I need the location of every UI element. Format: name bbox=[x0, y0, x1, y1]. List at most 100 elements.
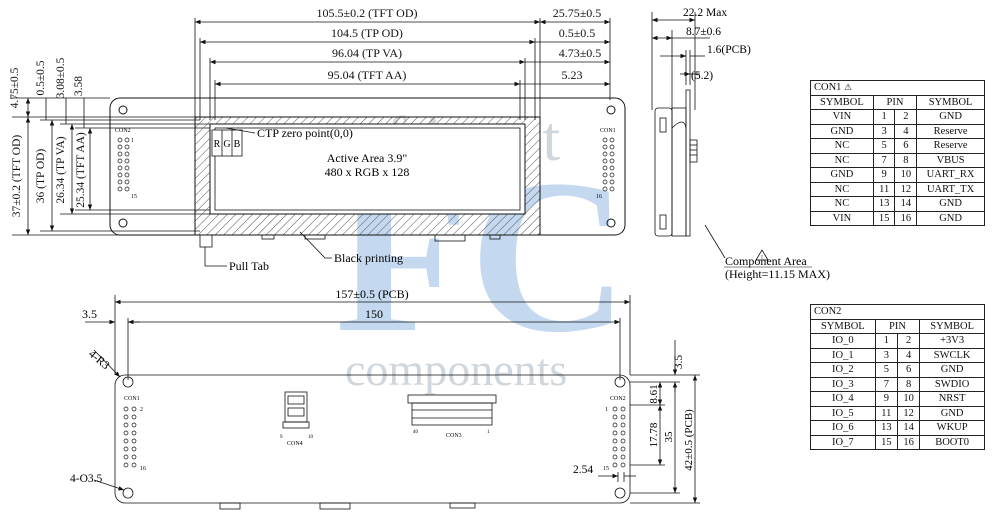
watermark-components: components bbox=[345, 344, 567, 395]
header-pin bbox=[124, 144, 130, 150]
table-cell: 11 bbox=[872, 181, 896, 197]
header-pin bbox=[123, 438, 129, 444]
rear-dim-hole: 4-O3.5 bbox=[70, 473, 103, 485]
ctp-zero-label: CTP zero point(0,0) bbox=[257, 126, 353, 140]
header-pin bbox=[620, 462, 626, 468]
table-cell: SWCLK bbox=[919, 347, 985, 363]
table-cell: 12 bbox=[894, 181, 918, 197]
rear-dim-corner: 4-R3 bbox=[86, 348, 112, 372]
table-cell: 11 bbox=[874, 405, 898, 421]
header-pin bbox=[131, 414, 137, 420]
table-cell: 4 bbox=[896, 347, 921, 363]
rear-dim-35: 35 bbox=[663, 431, 675, 443]
pull-tab bbox=[199, 234, 213, 248]
table-cell: WKUP bbox=[919, 420, 985, 436]
header-pin bbox=[602, 144, 608, 150]
header-pin bbox=[131, 430, 137, 436]
component-area-height: (Height=11.15 MAX) bbox=[725, 267, 830, 281]
header-pin bbox=[117, 165, 123, 171]
table-cell: UART_RX bbox=[916, 167, 985, 183]
header-pin bbox=[612, 438, 618, 444]
header-pin bbox=[117, 158, 123, 164]
front-pins-left bbox=[117, 137, 130, 192]
con1-header-symbol: SYMBOL bbox=[810, 94, 874, 110]
rear-con2-label: CON2 bbox=[610, 396, 626, 402]
table-cell: 16 bbox=[894, 210, 918, 226]
left-dimension-labels: 4.75±0.5 0.5±0.5 3.08±0.5 3.58 37±0.2 (T… bbox=[9, 57, 87, 217]
header-pin bbox=[620, 414, 626, 420]
header-pin bbox=[131, 422, 137, 428]
table-cell: GND bbox=[919, 362, 985, 378]
con4-label: CON4 bbox=[287, 441, 303, 447]
header-pin bbox=[609, 151, 615, 157]
side-dim-87: 8.7±0.6 bbox=[686, 26, 721, 38]
dim-right-473: 4.73±0.5 bbox=[559, 46, 602, 60]
rgb-r: R bbox=[214, 139, 221, 150]
header-pin bbox=[612, 422, 618, 428]
con2-header-symbol: SYMBOL bbox=[810, 318, 876, 334]
table-cell: VIN bbox=[810, 210, 874, 226]
table-cell: IO_4 bbox=[810, 391, 876, 407]
header-pin bbox=[124, 172, 130, 178]
header-pin bbox=[620, 422, 626, 428]
table-cell: IO_0 bbox=[810, 333, 876, 349]
table-cell: NC bbox=[810, 138, 874, 154]
table-cell: +3V3 bbox=[919, 333, 985, 349]
header-pin bbox=[612, 462, 618, 468]
table-cell: GND bbox=[810, 167, 874, 183]
rear-pins-left bbox=[123, 406, 137, 468]
rear-view: 157±0.5 (PCB) 150 3.5 3.5 4-R3 4-O3.5 8.… bbox=[70, 287, 700, 510]
table-cell: GND bbox=[919, 405, 985, 421]
front-pins-right bbox=[602, 137, 615, 192]
header-pin bbox=[117, 144, 123, 150]
table-cell: 4 bbox=[894, 123, 918, 139]
header-pin bbox=[123, 422, 129, 428]
dim-358: 3.58 bbox=[73, 76, 85, 96]
active-area-label: Active Area 3.9" bbox=[327, 151, 408, 165]
side-dim-52: (5.2) bbox=[691, 70, 713, 82]
con1-header-pin: PIN bbox=[872, 94, 918, 110]
header-pin bbox=[620, 406, 626, 412]
header-pin bbox=[609, 165, 615, 171]
con3-connector bbox=[407, 394, 497, 426]
table-cell: NC bbox=[810, 152, 874, 168]
con2-title: CON2 bbox=[810, 304, 985, 320]
table-cell: 16 bbox=[896, 434, 921, 450]
table-cell: 12 bbox=[896, 405, 921, 421]
con1-title: CON1 bbox=[814, 82, 842, 94]
header-pin bbox=[602, 151, 608, 157]
rear-pins-right bbox=[612, 406, 626, 468]
dim-left-tp-od: 36 (TP OD) bbox=[35, 149, 47, 204]
table-cell: NC bbox=[810, 196, 874, 212]
table-cell: IO_3 bbox=[810, 376, 876, 392]
table-cell: IO_6 bbox=[810, 420, 876, 436]
rear-dim-pcb-height: 42±0.5 (PCB) bbox=[683, 409, 695, 471]
rgb-b: B bbox=[234, 139, 241, 150]
header-pin bbox=[131, 462, 137, 468]
table-cell: Reserve bbox=[916, 123, 985, 139]
header-pin bbox=[609, 158, 615, 164]
header-pin bbox=[602, 172, 608, 178]
side-view: 22.2 Max 8.7±0.6 1.6(PCB) (5.2) ! Compon… bbox=[651, 7, 830, 281]
rear-dim-hole-pitch: 150 bbox=[365, 307, 383, 321]
table-cell: 1 bbox=[872, 109, 896, 125]
header-pin bbox=[131, 454, 137, 460]
resolution-label: 480 x RGB x 128 bbox=[325, 165, 410, 179]
dim-right-523: 5.23 bbox=[562, 68, 583, 82]
con2-header-pin: PIN bbox=[874, 318, 921, 334]
table-cell: Reserve bbox=[916, 138, 985, 154]
front-pin-15: 15 bbox=[131, 194, 137, 200]
table-cell: IO_1 bbox=[810, 347, 876, 363]
